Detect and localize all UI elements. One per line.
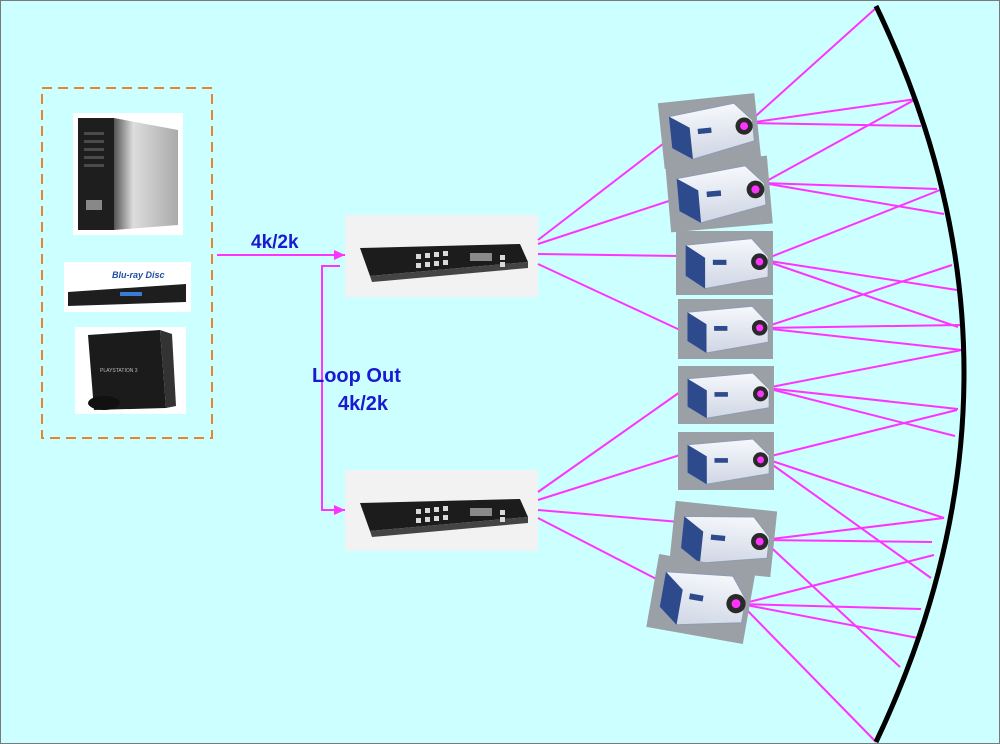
loop-out-arrow [334,505,345,515]
projector-8 [646,554,756,644]
projector-7 [668,500,778,578]
media-server [73,113,183,235]
splitter-1 [345,215,538,297]
projector-3 [676,231,773,295]
input-arrow [334,250,345,260]
projector-1 [657,93,762,169]
source-group-box [41,87,213,439]
splitter-2 [345,470,538,551]
loop-out-resolution-label: 4k/2k [338,393,389,415]
projector-2 [665,155,773,233]
bluray-logo: Blu-ray Disc [112,270,165,280]
console-logo: PLAYSTATION 3 [100,368,138,374]
projector-4 [678,299,773,359]
projector-6 [678,432,774,490]
loop-out-line [321,265,345,511]
loop-out-label: Loop Out [312,365,401,387]
projectors [646,93,778,644]
bluray-player: Blu-ray Disc [64,262,191,312]
connection-lines [217,7,963,743]
input-signal-label: 4k/2k [251,232,299,253]
projection-screen [873,4,967,744]
gamepad [88,396,120,410]
playstation-console: PLAYSTATION 3 [75,327,186,414]
projector-5 [678,366,774,424]
